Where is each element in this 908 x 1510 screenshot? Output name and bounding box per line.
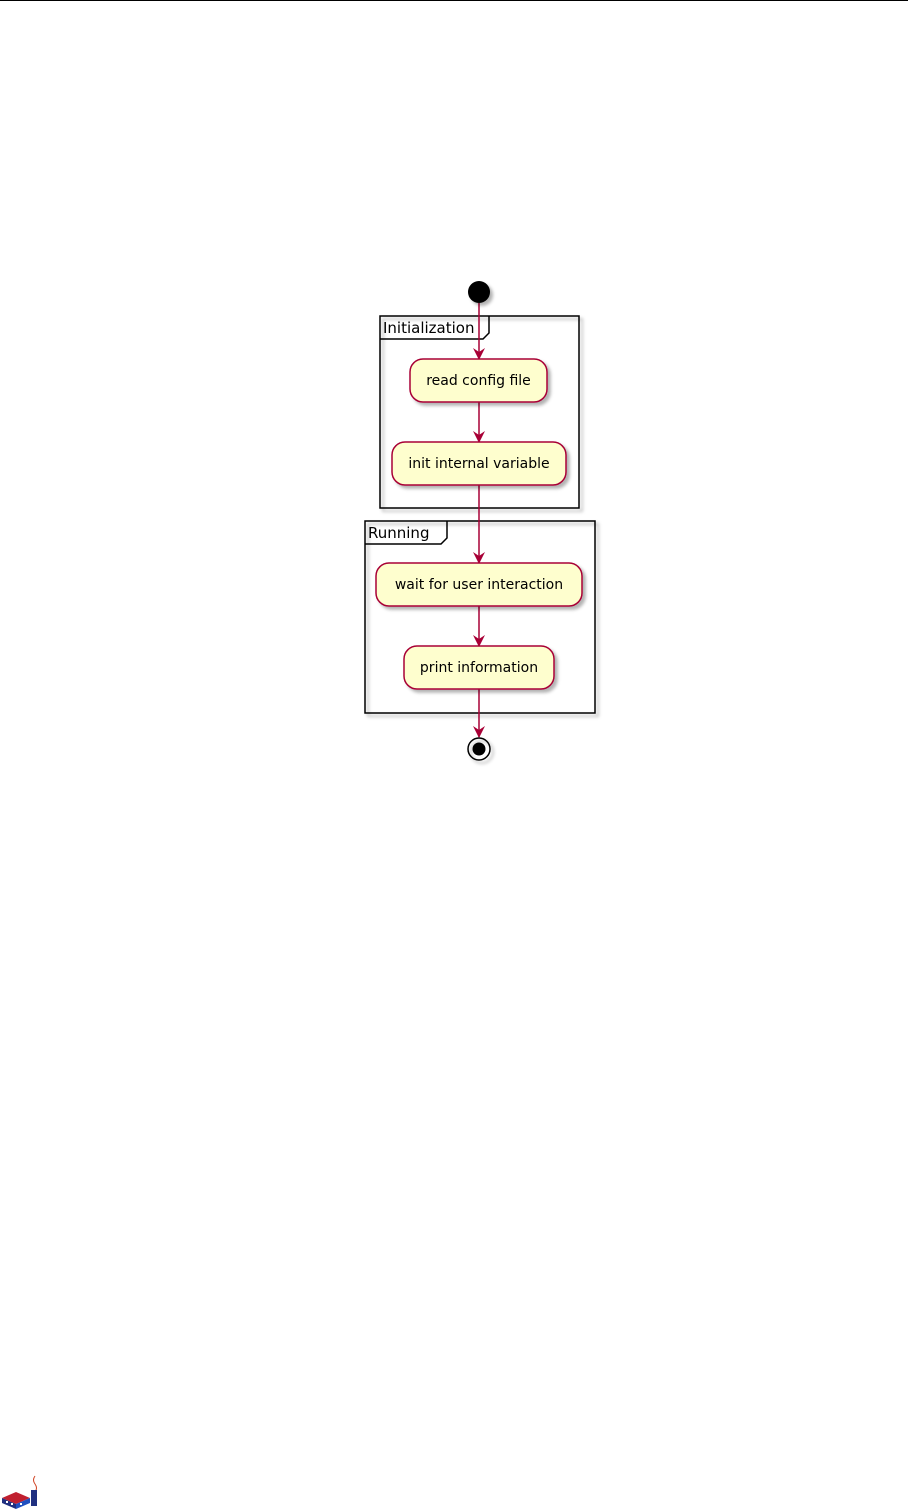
publisher-logo-icon xyxy=(2,1475,37,1509)
end-node xyxy=(467,737,491,761)
partition-label-initialization: Initialization xyxy=(383,319,474,337)
activity-label: print information xyxy=(420,660,538,676)
activity-label: wait for user interaction xyxy=(395,577,563,593)
activity-init-internal-variable: init internal variable xyxy=(391,441,567,486)
partition-label-running: Running xyxy=(368,524,429,542)
activity-read-config-file: read config file xyxy=(409,358,548,403)
activity-print-information: print information xyxy=(403,645,555,690)
activity-diagram: Initialization Running read config file … xyxy=(364,281,596,761)
activity-label: init internal variable xyxy=(408,456,549,472)
partition-running: Running xyxy=(364,520,596,714)
activity-wait-for-user-interaction: wait for user interaction xyxy=(375,562,583,607)
top-rule xyxy=(0,0,908,1)
start-node xyxy=(468,281,490,303)
activity-label: read config file xyxy=(426,373,531,389)
